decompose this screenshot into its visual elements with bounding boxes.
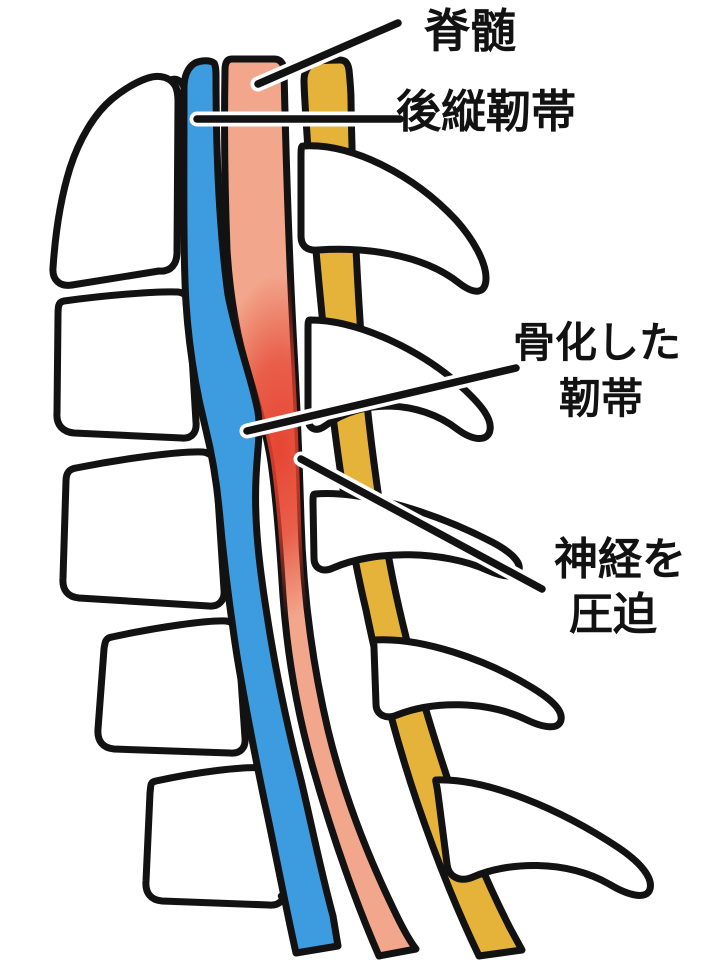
callout-line-nerve-compression [297,455,546,593]
spinous-process-4 [370,636,565,731]
posterior-longitudinal-ligament-band [180,57,342,957]
label-nerve-compression-line1: 神経を [554,534,686,585]
callout-line-spinal-cord [254,19,402,88]
label-spinal-cord: 脊髄 [424,4,516,58]
label-posterior-longitudinal-ligament: 後縦靭帯 [396,85,576,138]
callout-lines [189,15,550,597]
vertebral-body-1 [49,72,182,289]
spinous-process-1 [297,142,490,295]
compression-highlight [224,59,416,956]
vertebral-body-3 [59,448,228,610]
label-ossified-ligament-line2: 靭帯 [559,374,643,423]
vertebral-body-2 [53,288,200,442]
spinous-process-5 [432,776,654,899]
vertebral-body-4 [94,617,249,757]
callout-line-ossified-ligament [243,364,520,435]
label-nerve-compression-line2: 圧迫 [569,589,657,640]
label-ossified-ligament-line1: 骨化した [513,318,681,367]
